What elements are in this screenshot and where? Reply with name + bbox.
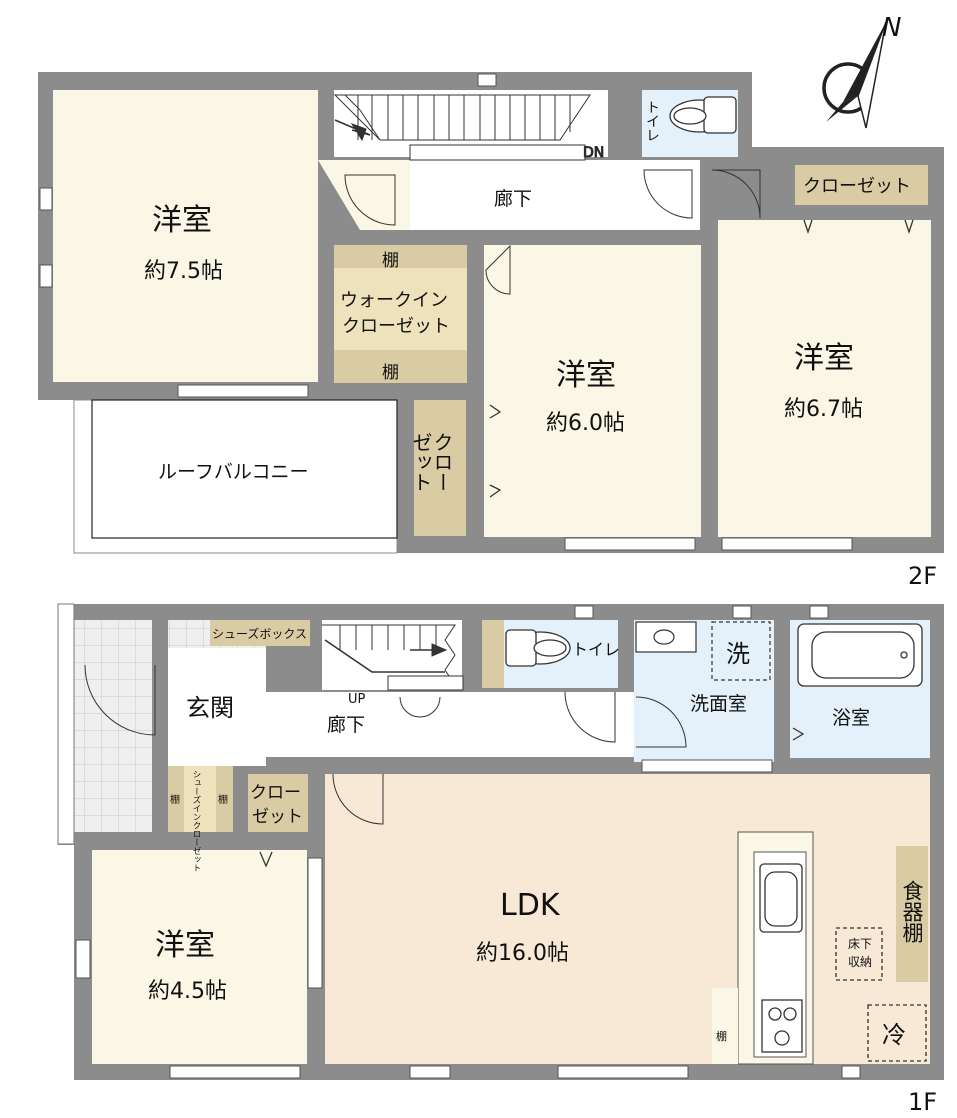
toilet-fixture-1f [505, 629, 571, 667]
room-1f-shelf-right: 棚 [218, 793, 228, 806]
room-1f-shoes-in-closet: シューズインクローゼット [191, 770, 201, 872]
floor-1-label: 1F [908, 1088, 937, 1116]
room-2f-closet-c-name: クローゼット [803, 176, 911, 197]
room-1f-closet-line1: クロー [250, 783, 301, 803]
room-2f-walkin-line2: クローゼット [342, 316, 450, 337]
room-2f-closet-b-col2: ゼット [409, 432, 433, 492]
room-1f-washroom-name: 洗面室 [690, 693, 747, 715]
room-1f-underfloor-line1: 床下 [848, 937, 872, 951]
compass-north-label: N [882, 13, 901, 43]
toilet-fixture-2f [669, 96, 737, 134]
floor-1-plan: シューズボックス 玄関 棚 シューズインクローゼット 棚 UP 廊下 トイレ 洗… [57, 603, 944, 1116]
door-swings-2f [344, 169, 914, 498]
room-2f-toilet-name: トイレ [644, 100, 660, 142]
room-2f-western-c-size: 約6.7帖 [784, 397, 863, 422]
room-1f-shelf-ldk: 棚 [716, 1029, 727, 1043]
room-1f-western-size: 約4.5帖 [148, 979, 227, 1004]
kitchen-fixtures [759, 863, 927, 1062]
room-1f-fridge: 冷 [882, 1021, 906, 1049]
room-1f-entrance-name: 玄関 [186, 694, 234, 722]
room-1f-shelf-left: 棚 [170, 793, 180, 806]
floor-2-label: 2F [908, 562, 937, 590]
room-2f-western-c-name: 洋室 [794, 341, 854, 376]
stairs-1f [84, 624, 805, 868]
room-1f-dish-shelf: 食器棚 [900, 880, 924, 943]
room-1f-shoebox-name: シューズボックス [212, 626, 307, 641]
room-2f-hall-name: 廊下 [494, 188, 532, 210]
room-1f-bath-name: 浴室 [832, 707, 870, 729]
room-2f-western-a-name: 洋室 [152, 203, 212, 238]
stairs-down-label: DN [583, 145, 604, 161]
washroom-fixtures [635, 621, 771, 681]
windows-2f [39, 73, 853, 551]
room-2f-shelf-top: 棚 [382, 251, 399, 271]
room-2f-closet-b-col1: クロー [430, 432, 454, 492]
room-2f-western-b-name: 洋室 [556, 358, 616, 393]
room-1f-hall-name: 廊下 [327, 714, 365, 736]
room-1f-underfloor-line2: 収納 [848, 955, 872, 969]
stairs-up-label: UP [348, 692, 366, 707]
room-1f-closet-line2: ゼット [252, 807, 303, 827]
room-1f-toilet-name: トイレ [572, 640, 620, 659]
room-1f-ldk-name: LDK [500, 888, 561, 923]
room-2f-balcony-name: ルーフバルコニー [158, 461, 308, 483]
floor-2-plan: DN 洋室 約7.5帖 廊下 トイレ クローゼ [38, 72, 944, 590]
room-1f-ldk-size: 約16.0帖 [476, 941, 569, 966]
bathtub-fixture [797, 623, 923, 687]
room-1f-washer-name: 洗 [726, 640, 750, 668]
room-2f-walkin-line1: ウォークイン [340, 290, 448, 311]
room-1f-western-name: 洋室 [155, 928, 215, 963]
stairs-2f: DN [333, 94, 605, 162]
room-2f-shelf-bottom: 棚 [382, 363, 399, 383]
windows-1f [75, 605, 861, 1079]
room-2f-western-b-size: 約6.0帖 [546, 411, 625, 436]
compass: N [822, 13, 901, 129]
room-2f-western-a-size: 約7.5帖 [144, 259, 223, 284]
